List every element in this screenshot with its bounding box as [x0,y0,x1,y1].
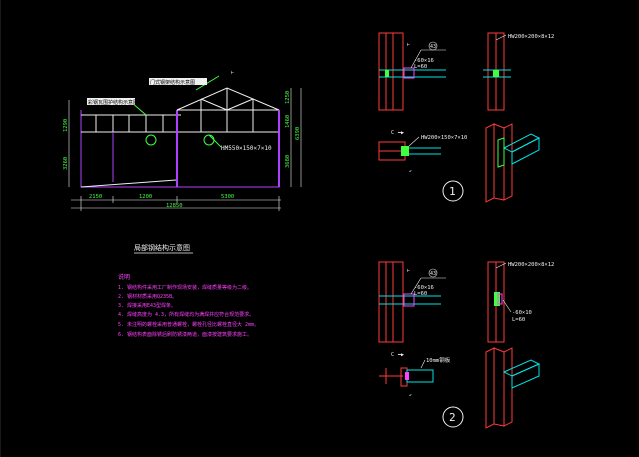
notes-block: 说明 1. 钢结构件采用工厂制作现场安装，焊缝质量等级为二级。 2. 钢材材质采… [118,273,259,338]
drawing-title: 局部钢结构示意图 [134,243,190,252]
d2-section-mark: C [391,352,394,358]
leader [420,359,426,369]
note-item: 1. 钢结构件采用工厂制作现场安装，焊缝质量等级为二级。 [118,284,252,291]
detail-number-circle [442,180,464,202]
iso-beam [511,363,540,389]
label-box [87,98,135,105]
weld-mark [385,70,389,77]
weld-mark [401,146,409,156]
section-arrow: ━▶ [397,352,404,358]
brace [200,98,228,111]
note-item: 5. 未注明的螺栓采用普通螺栓，螺栓孔径比螺栓直径大 2mm。 [118,321,259,328]
section-mark-bottom: ↙ [409,168,412,174]
weld-symbol-circle [428,268,438,278]
iso-beam [502,133,541,153]
plan-beam [406,369,434,383]
d2-plate-size: L=60 [414,291,427,297]
d1-column-spec: HW200×200×8×12 [508,34,554,40]
dim-bottom-total: 12850 [166,203,183,209]
d2-stiffener: -60×10 [512,310,532,316]
plan-plate [405,372,409,380]
label-box [149,78,207,85]
dim-left-1: 1290 [63,119,69,132]
dim-right-1: 1250 [285,91,291,104]
dim-bottom-2: 1200 [139,194,152,200]
note-item: 6. 钢结构表面除锈后刷防锈漆两道，面漆按建筑要求施工。 [118,331,252,338]
section-arrow: ━▶ [397,130,404,136]
column-flange [392,261,404,343]
flag-mark: ⊢ [407,268,410,274]
callout-circle [145,134,157,146]
leader [410,277,422,295]
leader [410,49,422,69]
flag-mark: ⊢ [407,42,410,48]
leader [502,299,512,313]
iso-flange [503,123,513,201]
dim-left-2: 3260 [63,157,69,170]
iso-beam [502,359,541,377]
leader [495,34,507,41]
d2-weld-symbol: 43 [430,271,436,277]
dim-bottom-1: 2150 [89,194,102,200]
iso-beam [511,137,540,165]
iso-plate [497,137,505,168]
dim-right-3: 3680 [285,155,291,168]
d1-plate-label: -60×16 [414,58,434,64]
iso-web [493,123,505,201]
dim-bottom-3: 5300 [221,194,234,200]
section-mark-bottom: ↙ [409,392,412,398]
leader [408,136,420,147]
leader [495,262,507,269]
note-item: 3. 焊接采用E43型焊条。 [118,302,176,309]
beam-spec: HM550×150×7×10 [221,145,272,152]
wall-note: 彩钢瓦围护结构示意图 [88,99,138,106]
note-item: 2. 钢材材质采用Q235B。 [118,293,177,300]
d1-plate-size: L=60 [414,64,427,70]
d1-number: 1 [449,185,456,198]
notes-heading: 说明 [118,273,130,281]
detail-2: -60×16 L=60 43 ⊢ HW200×200×8×12 -60×10 L… [378,261,554,429]
dim-right-total: 6390 [295,127,301,140]
leader-line [195,75,220,91]
weld-mark [494,292,500,306]
elevation-view: 彩钢瓦围护结构示意图 门式钢架结构示意图 HM550×150×7×10 ⊢ 12… [63,70,302,211]
ground-line [80,179,177,188]
d2-stiffener-size: L=60 [512,317,525,323]
weld-symbol-circle [428,41,438,51]
d2-angle-label: 10mm钢板 [426,356,451,364]
flag-mark: ⊢ [231,70,234,76]
stiffener [497,293,503,305]
leader-line [208,134,222,148]
iso-flange [485,347,495,429]
detail-1: -60×16 L=60 43 ⊢ HW200×200×8×12 HW200×15… [378,32,554,203]
iso-flange [485,123,495,203]
dim-right-2: 1460 [285,115,291,128]
iso-web [493,347,505,427]
column-flange [392,32,404,111]
d1-section-mark: C [391,130,394,136]
gable-roof [176,87,280,111]
connection-plate [403,293,415,307]
weld-mark [493,70,499,77]
brace [226,98,254,111]
d2-column-spec: HW200×200×8×12 [508,262,554,268]
d2-plate-label: -60×16 [414,285,434,291]
d1-beam-spec: HW200×150×7×10 [421,135,467,141]
note-item: 4. 焊缝高度为 4.3，所有焊缝均为满焊并应符合规范要求。 [118,311,254,318]
iso-flange [503,347,513,427]
detail-number-circle [442,406,464,428]
d2-number: 2 [449,411,456,424]
d1-weld-symbol: 43 [430,44,436,50]
roof-note: 门式钢架结构示意图 [150,79,195,86]
callout-circle [203,134,215,146]
connection-plate [403,67,415,79]
